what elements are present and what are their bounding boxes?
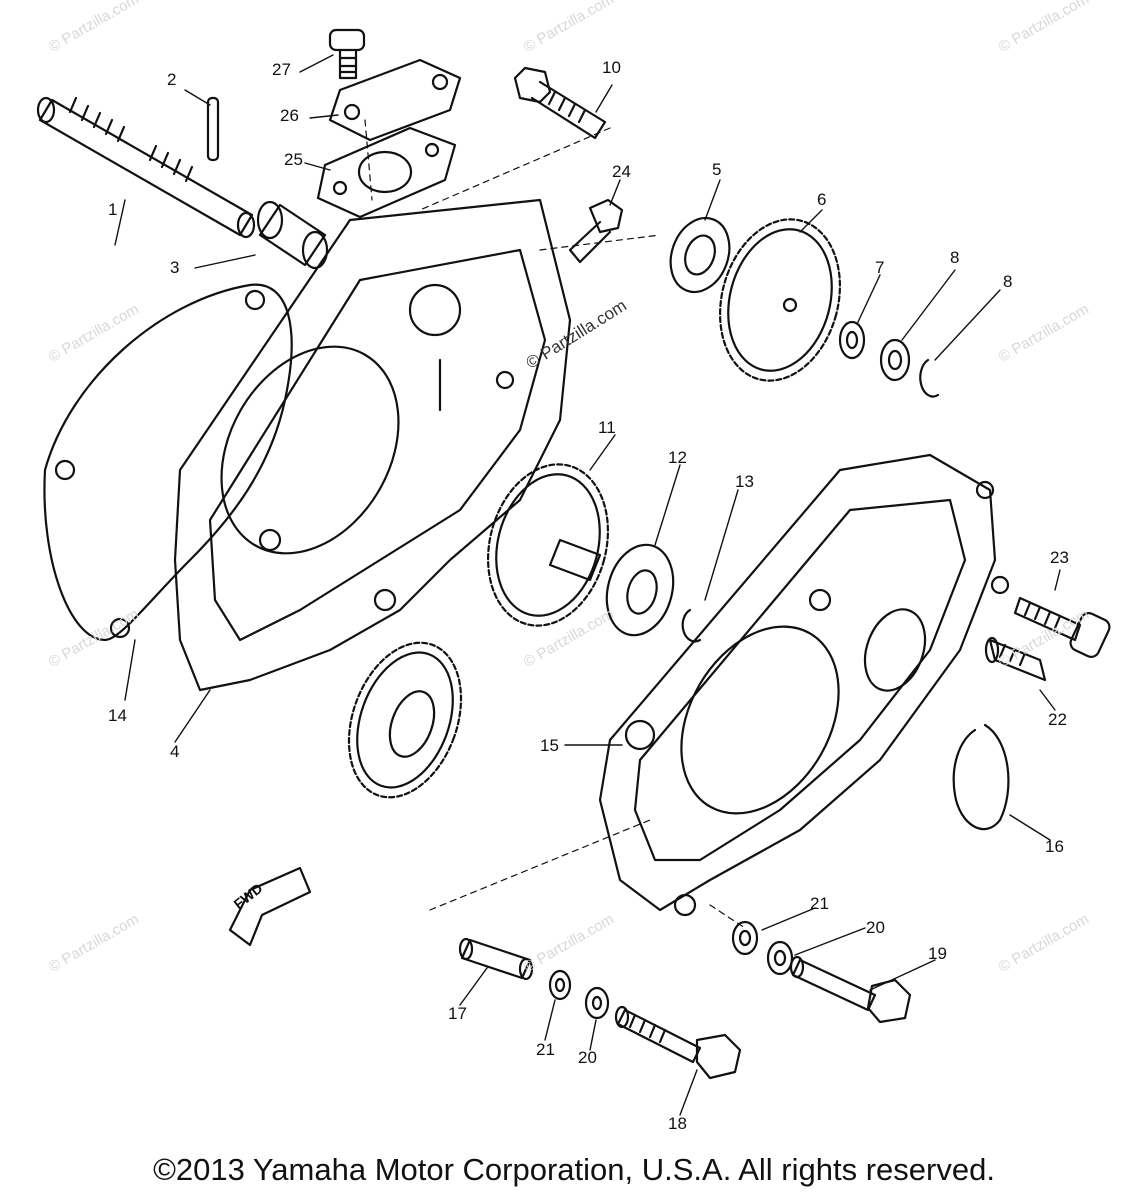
bushing-part [256,200,329,270]
copyright-notice: ©2013 Yamaha Motor Corporation, U.S.A. A… [153,1152,995,1187]
cover-plate-part [328,58,462,142]
assembly-lines [364,119,746,929]
callout-15: 15 [540,736,559,755]
forward-arrow-icon [228,866,312,947]
callout-10: 10 [602,58,621,77]
housing-gasket-part [43,283,293,642]
washer-20-upper-part [766,940,794,976]
callout-19: 19 [928,944,947,963]
socket-bolt-part [1013,596,1111,658]
long-bolt-lower-part [614,1005,742,1080]
bearing-upper-part [669,216,731,294]
callout-1: 1 [108,200,118,219]
callout-14: 14 [108,706,127,725]
callout-2: 2 [167,70,177,89]
callout-13: 13 [735,472,754,491]
short-bolt-part [984,636,1047,682]
washer-8-part [879,338,911,382]
callout-4: 4 [170,742,180,761]
callout-27: 27 [272,60,291,79]
washer-7-part [838,320,866,360]
long-bolt-upper-part [789,955,912,1024]
callout-24: 24 [612,162,631,181]
callout-20a: 20 [866,918,885,937]
callout-20b: 20 [578,1048,597,1067]
bolt-part [513,66,607,140]
clip-8-part [919,358,940,398]
callout-5: 5 [712,160,722,179]
callout-16: 16 [1045,837,1064,856]
callout-11: 11 [598,418,616,437]
callout-22: 22 [1048,710,1067,729]
callout-21b: 21 [536,1040,555,1059]
callout-12: 12 [668,448,687,467]
callout-18: 18 [668,1114,687,1133]
leader-lines [114,54,1061,1116]
callout-26: 26 [280,106,299,125]
callout-17: 17 [448,1004,467,1023]
washer-21-lower-part [548,969,572,1001]
right-cover-part [598,453,1010,917]
main-housing-part [173,198,572,692]
pin-part [206,96,220,162]
small-bolt-part [568,198,624,264]
gasket-part [316,126,457,219]
parts-diagram [36,28,1111,1116]
dowel-part [458,937,534,981]
gear-middle-part [486,463,610,627]
worm-shaft-part [36,96,256,239]
bearing-lower-part [605,543,675,637]
circlip-part [952,723,1010,831]
washer-21-upper-part [731,920,759,956]
callout-8a: 8 [950,248,960,267]
callout-3: 3 [170,258,180,277]
small-screw-part [328,28,366,80]
callout-25: 25 [284,150,303,169]
callout-7: 7 [875,258,885,277]
callout-23: 23 [1050,548,1069,567]
callout-21a: 21 [810,894,829,913]
washer-20-lower-part [584,986,610,1020]
callout-6: 6 [817,190,827,209]
callout-8b: 8 [1003,272,1013,291]
gear-upper-part [718,218,842,382]
gear-lower-part [347,641,463,799]
